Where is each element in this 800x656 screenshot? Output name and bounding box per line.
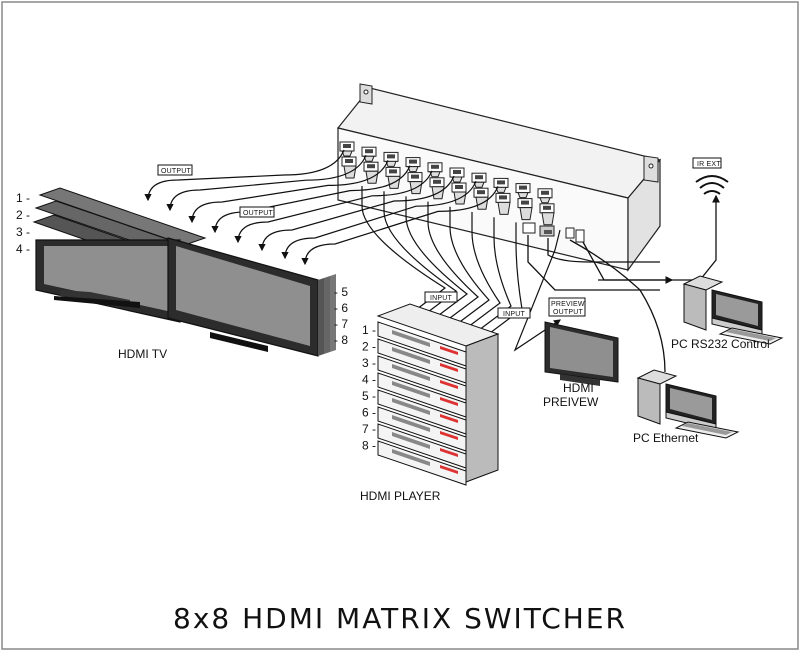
hdmi-player-unit bbox=[377, 406, 467, 452]
tv-numbers-left: 1 - 2 - 3 - 4 - bbox=[16, 191, 30, 256]
input-cable bbox=[383, 191, 458, 322]
hdmi-port-array bbox=[339, 141, 555, 226]
hdmi-player-unit bbox=[377, 321, 467, 367]
tv-number-right: - 5 bbox=[334, 285, 348, 299]
hdmi-player-unit bbox=[377, 440, 467, 486]
input-cable bbox=[361, 186, 447, 319]
tv-number-right: - 6 bbox=[334, 301, 348, 315]
input-cable bbox=[459, 212, 501, 334]
player-number: 8 - bbox=[362, 439, 376, 453]
output-cable bbox=[258, 175, 455, 252]
tag-input-2: INPUT bbox=[497, 307, 531, 319]
player-number: 7 - bbox=[362, 422, 376, 436]
tv-number-left: 1 - bbox=[16, 191, 30, 205]
label-hdmi-preview-1: HDMI bbox=[563, 381, 594, 395]
tag-preview-output-line1: PREVIEW bbox=[551, 301, 585, 308]
tv-number-right: - 7 bbox=[334, 317, 348, 331]
preview-cable bbox=[513, 229, 561, 352]
output-cable bbox=[188, 160, 389, 224]
tag-output-2: OUTPUT bbox=[239, 206, 275, 218]
hdmi-player-units bbox=[377, 321, 467, 486]
player-number: 5 - bbox=[362, 389, 376, 403]
tag-output-1: OUTPUT bbox=[157, 164, 193, 176]
hdmi-preview-monitor bbox=[544, 321, 619, 386]
player-number: 4 - bbox=[362, 373, 376, 387]
output-cable bbox=[234, 170, 433, 244]
input-cable bbox=[405, 196, 468, 325]
tag-output-2-text: OUTPUT bbox=[243, 210, 274, 217]
tv-number-left: 4 - bbox=[16, 242, 30, 256]
player-number: 3 - bbox=[362, 356, 376, 370]
output-cable bbox=[166, 154, 367, 212]
input-cable bbox=[427, 201, 479, 328]
ir-wave-icon bbox=[695, 175, 729, 195]
diagram-title: 8x8 HDMI MATRIX SWITCHER bbox=[173, 602, 627, 635]
output-cable bbox=[301, 186, 499, 266]
pc-ethernet bbox=[636, 369, 740, 439]
tag-input-1-text: INPUT bbox=[430, 295, 453, 302]
tag-preview-output-line2: OUTPUT bbox=[553, 309, 584, 316]
output-cable bbox=[211, 165, 411, 234]
output-cable bbox=[281, 180, 477, 260]
tag-preview-output: PREVIEW OUTPUT bbox=[548, 297, 586, 317]
pc-rs232 bbox=[682, 275, 784, 345]
control-ports bbox=[522, 222, 585, 243]
tag-output-1-text: OUTPUT bbox=[161, 168, 191, 175]
label-hdmi-tv: HDMI TV bbox=[118, 347, 167, 361]
tag-ir-ext-text: IR EXT bbox=[697, 161, 721, 168]
player-number: 2 - bbox=[362, 340, 376, 354]
tag-input-2-text: INPUT bbox=[503, 311, 526, 318]
hdmi-player-unit bbox=[377, 355, 467, 401]
label-hdmi-preview-2: PREIVEW bbox=[543, 395, 599, 409]
label-hdmi-player: HDMI PLAYER bbox=[360, 489, 441, 503]
tag-ir-ext: IR EXT bbox=[692, 157, 722, 169]
hdmi-player-stack bbox=[376, 303, 500, 483]
hdmi-player-unit bbox=[377, 389, 467, 435]
input-cable bbox=[448, 206, 490, 331]
label-pc-ethernet: PC Ethernet bbox=[633, 431, 699, 445]
hdmi-tv-right bbox=[167, 237, 336, 357]
tv-number-left: 3 - bbox=[16, 225, 30, 239]
tv-numbers-right: - 5 - 6 - 7 - 8 bbox=[334, 285, 348, 347]
player-numbers: 1 - 2 - 3 - 4 - 5 - 6 - 7 - 8 - bbox=[362, 323, 376, 453]
hdmi-player-unit bbox=[377, 423, 467, 469]
hdmi-player-unit bbox=[377, 372, 467, 418]
player-number: 1 - bbox=[362, 323, 376, 337]
tv-number-right: - 8 bbox=[334, 333, 348, 347]
output-cable bbox=[144, 149, 345, 202]
tag-input-1: INPUT bbox=[424, 291, 458, 303]
input-cable bbox=[470, 217, 512, 337]
hdmi-player-unit bbox=[377, 338, 467, 384]
player-number: 6 - bbox=[362, 406, 376, 420]
hdmi-tv-left bbox=[32, 187, 207, 323]
tv-number-left: 2 - bbox=[16, 208, 30, 222]
label-pc-rs232: PC RS232 Control bbox=[671, 337, 770, 351]
